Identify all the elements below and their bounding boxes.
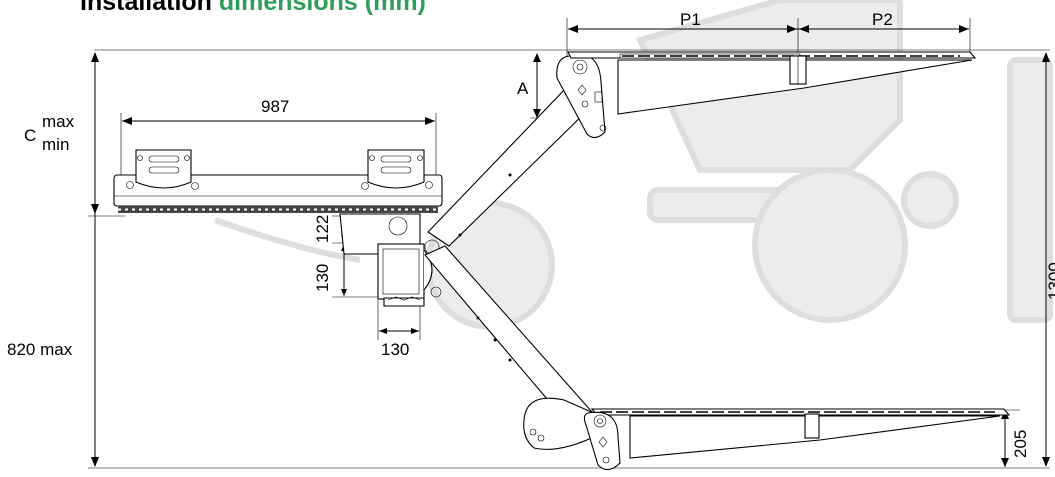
lower-platform [583, 408, 1011, 471]
page-title: Installation dimensions (mm) [80, 0, 426, 17]
label-987: 987 [261, 97, 289, 116]
mounting-frame [113, 149, 443, 213]
dimension-c [88, 60, 125, 217]
dimension-130-horizontal [377, 300, 421, 340]
label-c-max: max [42, 112, 75, 131]
upper-arm [424, 54, 607, 255]
label-820-max: 820 max [7, 340, 73, 359]
motor-unit [339, 213, 442, 307]
label-130-horizontal: 130 [381, 340, 409, 359]
label-205: 205 [1011, 430, 1030, 458]
lower-arm [424, 245, 601, 450]
label-130-vertical: 130 [313, 264, 332, 292]
label-1300: 1300 [1045, 262, 1055, 300]
title-main: Installation [80, 0, 219, 16]
label-p2: P2 [872, 10, 893, 29]
label-a: A [517, 79, 529, 98]
label-c-min: min [42, 135, 69, 154]
truck-background [214, 0, 1053, 330]
label-c: C [24, 126, 36, 145]
label-122: 122 [313, 215, 332, 243]
dimension-987 [120, 113, 437, 180]
upper-platform [567, 51, 977, 115]
label-p1: P1 [680, 10, 701, 29]
title-accent: dimensions (mm) [218, 0, 426, 16]
dimension-1300 [1042, 52, 1050, 467]
